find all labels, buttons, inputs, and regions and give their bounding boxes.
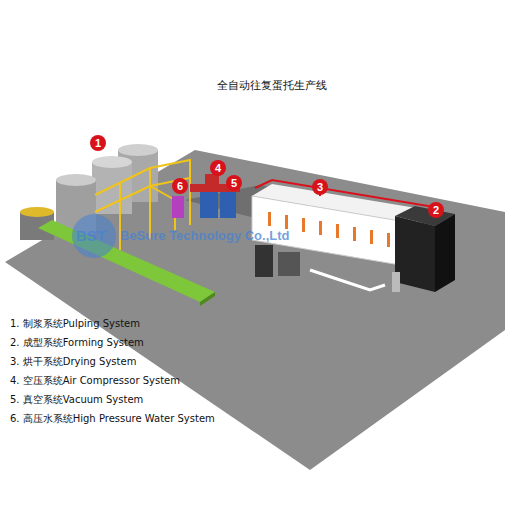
callout-number: 4 bbox=[210, 160, 226, 176]
system-list-item: 2. 成型系统Forming System bbox=[10, 336, 144, 350]
floor bbox=[5, 150, 505, 470]
title: 全自动往复蛋托生产线 bbox=[217, 78, 327, 93]
system-list-item: 5. 真空系统Vacuum System bbox=[10, 393, 143, 407]
callout-number: 2 bbox=[428, 202, 444, 218]
callout-number: 3 bbox=[312, 179, 328, 195]
callout-number: 5 bbox=[226, 175, 242, 191]
callout-number: 6 bbox=[172, 178, 188, 194]
watermark: BeSure Technology Co.,Ltd bbox=[120, 228, 290, 243]
system-list-item: 3. 烘干系统Drying System bbox=[10, 355, 136, 369]
callout-number: 1 bbox=[90, 135, 106, 151]
system-list-item: 6. 高压水系统High Pressure Water System bbox=[10, 412, 215, 426]
forming-machine bbox=[392, 206, 455, 292]
system-list-item: 4. 空压系统Air Compressor System bbox=[10, 374, 180, 388]
watermark: BST bbox=[76, 227, 106, 244]
tray-conveyor bbox=[310, 270, 385, 290]
control-cabinet bbox=[278, 252, 300, 276]
watermark-logo bbox=[72, 214, 116, 258]
control-cabinet bbox=[255, 245, 273, 277]
system-list-item: 1. 制浆系统Pulping System bbox=[10, 317, 140, 331]
